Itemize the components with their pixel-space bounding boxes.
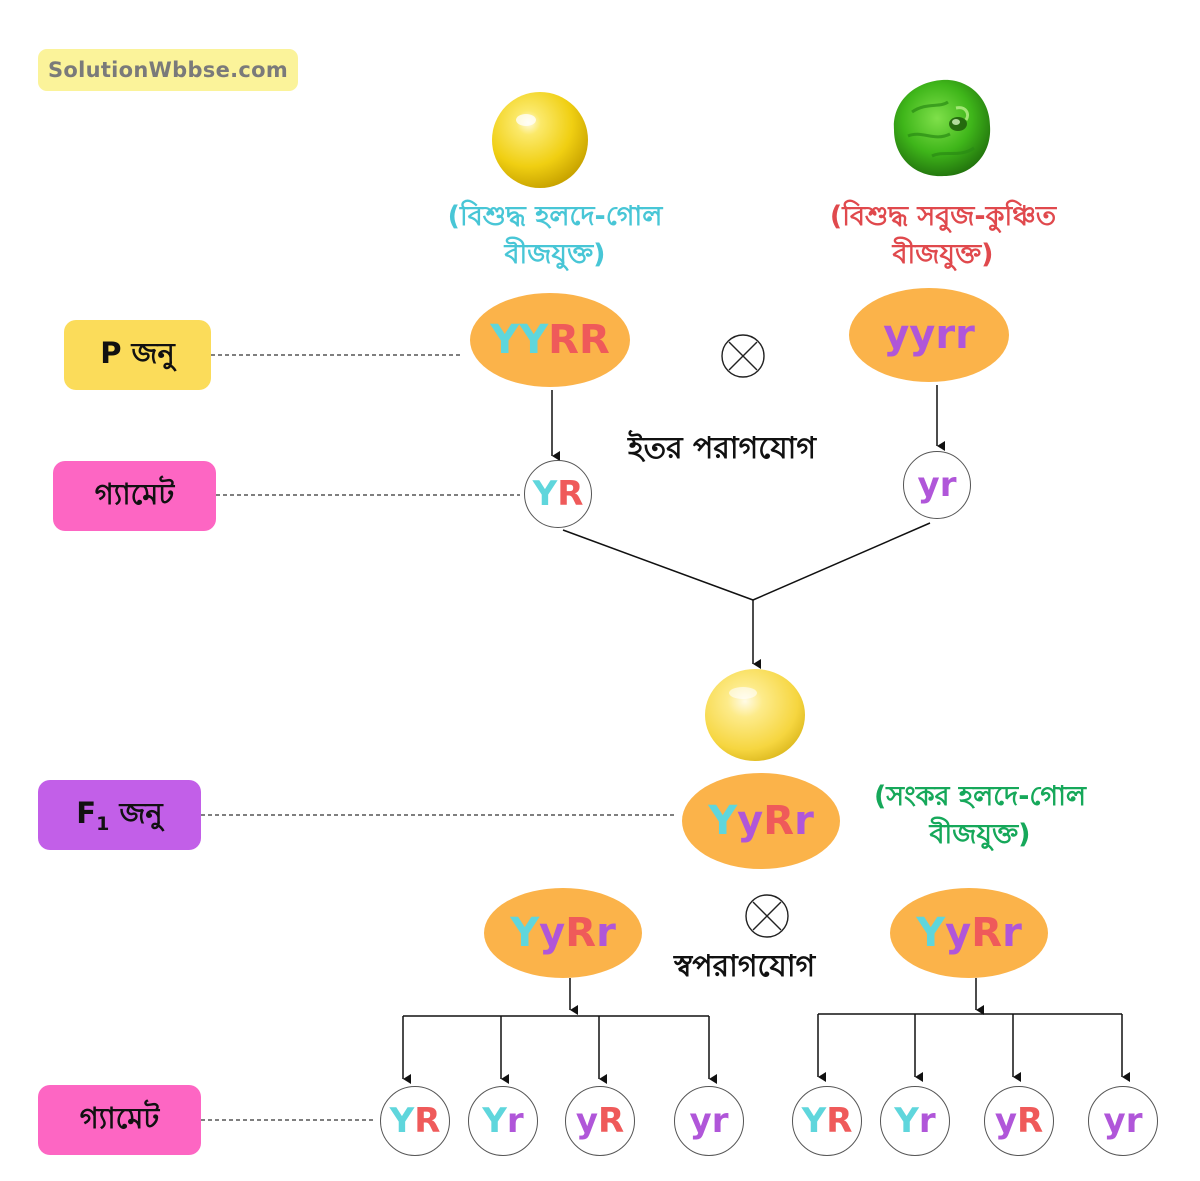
allele-letter: Y	[490, 317, 520, 363]
allele-letter: y	[945, 910, 972, 956]
allele-letter: R	[971, 910, 1003, 956]
allele-letter: y	[883, 312, 910, 358]
allele-letter: Y	[519, 317, 549, 363]
selfing-right-genotype-text: YyRr	[916, 910, 1022, 956]
allele-letter: y	[1103, 1101, 1126, 1141]
allele-letter: y	[737, 798, 764, 844]
gamete-right-1: YR	[792, 1086, 862, 1156]
gamete-left-2: Yr	[468, 1086, 538, 1156]
gamete-left-1: YR	[380, 1086, 450, 1156]
yellow-round-pea-icon	[492, 92, 588, 188]
gamete-left-4: yr	[674, 1086, 744, 1156]
allele-letter: R	[763, 798, 795, 844]
gamete-right-1-text: YR	[802, 1101, 853, 1141]
stage-gamete-2-label: গ্যামেট	[79, 1100, 160, 1135]
allele-letter: Y	[482, 1101, 507, 1141]
f1-yellow-round-pea-icon	[705, 669, 805, 761]
allele-letter: R	[1016, 1101, 1044, 1141]
allele-letter: R	[548, 317, 579, 363]
cross-symbol-icon	[721, 334, 765, 378]
gamete-left-1-text: YR	[390, 1101, 441, 1141]
gamete-right-3: yR	[984, 1086, 1054, 1156]
gamete-left-2-text: Yr	[482, 1101, 523, 1141]
parent-right-desc-line1: (বিশুদ্ধ সবুজ-কুঞ্চিত	[829, 201, 1057, 232]
allele-letter: Y	[510, 910, 540, 956]
parent-left-gamete-text: YR	[533, 474, 584, 514]
selfing-left-genotype-text: YyRr	[510, 910, 616, 956]
allele-letter: R	[565, 910, 597, 956]
self-pollination-label: স্বপরাগযোগ	[674, 949, 816, 984]
allele-letter: r	[506, 1101, 524, 1141]
f1-desc-line1: (সংকর হলদে-গোল	[873, 781, 1087, 812]
allele-letter: r	[596, 910, 616, 956]
stage-p-generation: P জনু	[64, 320, 211, 390]
parent-left-desc-line2: বীজযুক্ত)	[504, 238, 606, 270]
gamete-left-3: yR	[565, 1086, 635, 1156]
gamete-right-4: yr	[1088, 1086, 1158, 1156]
gamete-left-3-text: yR	[576, 1101, 624, 1141]
stage-gamete-1-label: গ্যামেট	[94, 476, 175, 511]
cross-pollination-label: ইতর পরাগযোগ	[628, 431, 816, 466]
f1-genotype-text: YyRr	[708, 798, 814, 844]
allele-letter: r	[918, 1101, 936, 1141]
stage-f1-generation: F1 জনু	[38, 780, 201, 850]
allele-letter: y	[539, 910, 566, 956]
parent-left-desc-line1: (বিশুদ্ধ হলদে-গোল	[447, 201, 663, 232]
parent-right-gamete-text: yr	[918, 465, 957, 505]
allele-letter: Y	[916, 910, 946, 956]
gamete-right-2-text: Yr	[894, 1101, 935, 1141]
f1-genotype: YyRr	[682, 773, 840, 869]
parent-right-genotype-text: yyrr	[883, 312, 975, 358]
f1-description: (সংকর হলদে-গোল বীজযুক্ত)	[840, 778, 1120, 854]
allele-letter: R	[597, 1101, 625, 1141]
parent-left-genotype: YYRR	[470, 293, 630, 387]
allele-letter: y	[909, 312, 936, 358]
selfing-left-genotype: YyRr	[484, 888, 642, 978]
converge-left	[562, 529, 754, 601]
stage-f1-label: F1 জনু	[76, 795, 163, 835]
watermark-text: SolutionWbbse.com	[47, 58, 289, 82]
selfing-cross-symbol-icon	[745, 894, 789, 938]
green-wrinkled-pea-icon	[893, 79, 991, 177]
parent-right-description: (বিশুদ্ধ সবুজ-কুঞ্চিত বীজযুক্ত)	[788, 198, 1098, 274]
allele-letter: y	[994, 1101, 1017, 1141]
allele-letter: y	[917, 465, 940, 505]
allele-letter: y	[689, 1101, 712, 1141]
allele-letter: r	[935, 312, 956, 358]
converge-right	[752, 522, 931, 601]
allele-letter: Y	[894, 1101, 919, 1141]
allele-letter: r	[794, 798, 814, 844]
watermark-badge: SolutionWbbse.com	[38, 49, 298, 91]
parent-left-description: (বিশুদ্ধ হলদে-গোল বীজযুক্ত)	[405, 198, 705, 274]
selfing-right-genotype: YyRr	[890, 888, 1048, 978]
allele-letter: r	[711, 1101, 729, 1141]
gamete-right-3-text: yR	[995, 1101, 1043, 1141]
gamete-right-2: Yr	[880, 1086, 950, 1156]
allele-letter: R	[826, 1101, 853, 1141]
allele-letter: R	[557, 474, 584, 514]
parent-left-gamete: YR	[524, 460, 592, 528]
parent-right-genotype: yyrr	[849, 288, 1009, 382]
allele-letter: r	[1125, 1101, 1143, 1141]
allele-letter: Y	[532, 474, 558, 514]
stage-gamete-2: গ্যামেট	[38, 1085, 201, 1155]
parent-right-gamete: yr	[903, 451, 971, 519]
gamete-left-4-text: yr	[690, 1101, 729, 1141]
allele-letter: R	[414, 1101, 441, 1141]
f1-desc-line2: বীজযুক্ত)	[929, 818, 1031, 850]
parent-left-genotype-text: YYRR	[490, 317, 610, 363]
gamete-right-4-text: yr	[1104, 1101, 1143, 1141]
allele-letter: r	[939, 465, 957, 505]
allele-letter: r	[1002, 910, 1022, 956]
allele-letter: y	[575, 1101, 598, 1141]
allele-letter: Y	[708, 798, 738, 844]
allele-letter: Y	[801, 1101, 827, 1141]
stage-p-label: P জনু	[100, 335, 175, 370]
allele-letter: Y	[389, 1101, 415, 1141]
stage-gamete-1: গ্যামেট	[53, 461, 216, 531]
allele-letter: r	[955, 312, 975, 358]
allele-letter: R	[578, 317, 610, 363]
parent-right-desc-line2: বীজযুক্ত)	[892, 238, 994, 270]
